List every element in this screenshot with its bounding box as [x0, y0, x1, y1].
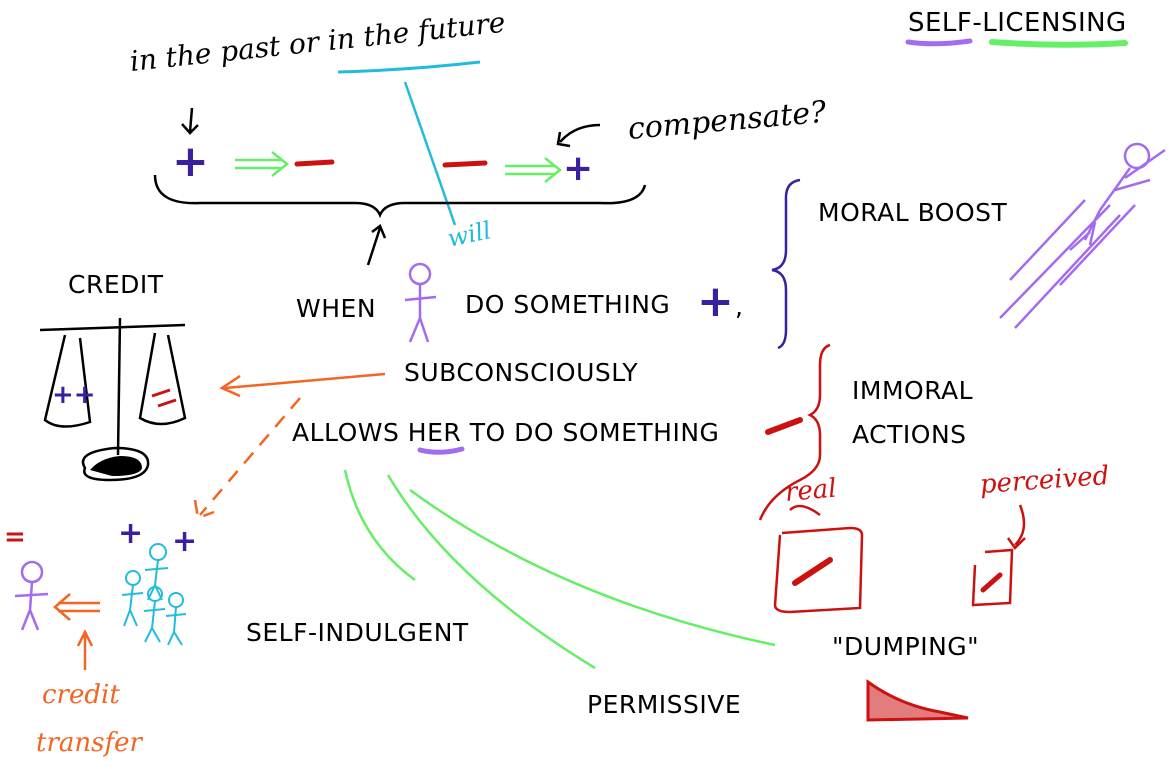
- person-figure: [404, 262, 437, 343]
- licensing-underline: [989, 39, 1128, 48]
- subconsciously-label: SUBCONSCIOUSLY: [404, 358, 639, 387]
- scale-base-fill: [90, 456, 142, 476]
- real-box: [773, 526, 864, 614]
- note-arrow: [181, 107, 199, 135]
- boost-brace: [771, 178, 801, 350]
- group-plus-left: +: [118, 516, 144, 551]
- scale-minus-marks: [151, 388, 177, 408]
- real-box-minus: [792, 557, 833, 586]
- seq-minus-2: [442, 160, 488, 168]
- do-something-label: DO SOMETHING: [465, 290, 671, 319]
- perceived-box-minus: [980, 572, 1003, 593]
- seq-plus-2: +: [563, 148, 594, 189]
- real-note: real: [783, 473, 838, 508]
- credit-transfer-note-line1: credit: [42, 680, 120, 710]
- transfer-dashed-arrow: [193, 397, 301, 520]
- transfer-arrow: [53, 593, 100, 621]
- transfer-up-arrow: [76, 629, 94, 670]
- self-indulgent-curve: [343, 469, 416, 582]
- immoral-label-line1: IMMORAL: [852, 376, 974, 405]
- seq-arrow-1: [235, 151, 290, 177]
- group-figures: [121, 543, 187, 646]
- receiver-figure: [14, 560, 49, 631]
- comma-label: ,: [735, 292, 744, 321]
- scale: [39, 317, 187, 482]
- permissive-label: PERMISSIVE: [587, 690, 742, 719]
- her-underline: [417, 446, 465, 455]
- permissive-curve: [386, 474, 596, 670]
- flying-figure: [999, 142, 1166, 329]
- dumping-pile: [866, 679, 969, 722]
- compensate-arrow: [556, 123, 601, 148]
- perceived-arrow: [1006, 504, 1026, 550]
- time-brace: [153, 174, 647, 219]
- immoral-label-line2: ACTIONS: [852, 420, 967, 449]
- when-label: WHEN: [296, 294, 377, 323]
- self-underline: [905, 38, 973, 47]
- perceived-box: [971, 548, 1014, 607]
- group-plus-right: +: [172, 524, 198, 559]
- future-underline: [337, 60, 481, 74]
- brace-arrow: [366, 224, 387, 266]
- allows-her-label: ALLOWS HER TO DO SOMETHING: [292, 418, 720, 447]
- immoral-brace: [758, 343, 831, 521]
- self-indulgent-label: SELF-INDULGENT: [246, 618, 469, 647]
- credit-label: CREDIT: [68, 270, 164, 299]
- real-connector: [789, 504, 821, 517]
- will-connector: [403, 81, 457, 226]
- dumping-label: "DUMPING": [832, 632, 980, 661]
- moral-boost-label: MORAL BOOST: [818, 198, 1008, 227]
- seq-minus-1: [294, 159, 335, 167]
- immoral-minus: [765, 417, 803, 435]
- credit-arrow: [219, 372, 386, 398]
- dumping-curve: [409, 488, 776, 647]
- receiver-minus-marks: =: [4, 522, 26, 552]
- seq-plus-1: +: [172, 136, 209, 187]
- scale-plus-marks: ++: [52, 380, 96, 410]
- credit-transfer-note-line2: transfer: [36, 728, 142, 758]
- page-title: SELF-LICENSING: [908, 8, 1127, 38]
- do-something-plus: +: [697, 276, 734, 327]
- seq-arrow-2: [505, 157, 563, 183]
